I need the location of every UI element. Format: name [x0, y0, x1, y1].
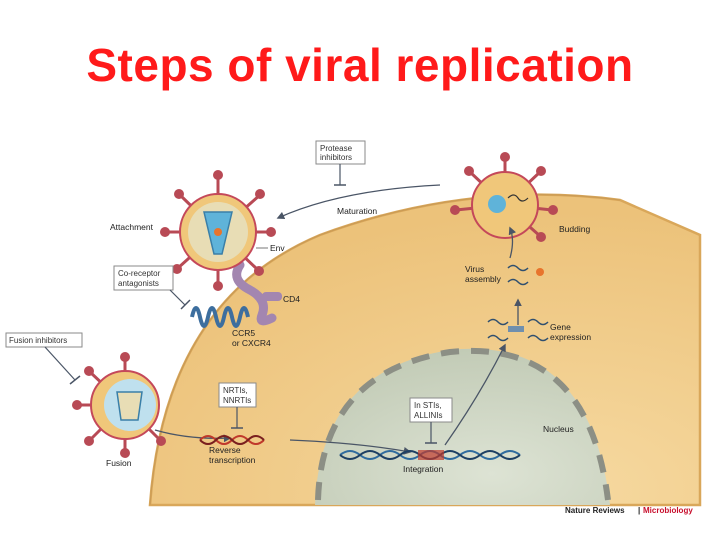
svg-text:Protease: Protease	[320, 144, 353, 153]
label-attachment: Attachment	[110, 222, 154, 232]
inhibitor-protease: Protease inhibitors	[315, 140, 366, 186]
fusion-virus	[72, 352, 166, 458]
svg-text:In STIs,: In STIs,	[414, 401, 442, 410]
label-expression: expression	[550, 332, 591, 342]
label-transcription: transcription	[209, 455, 256, 465]
nucleus	[315, 347, 611, 505]
label-reverse: Reverse	[209, 445, 241, 455]
svg-text:antagonists: antagonists	[118, 279, 159, 288]
label-nucleus: Nucleus	[543, 424, 574, 434]
process-arrows	[154, 184, 522, 455]
svg-text:Co-receptor: Co-receptor	[118, 269, 161, 278]
label-gene: Gene	[550, 322, 571, 332]
inhibitor-coreceptor: Co-receptor antagonists	[113, 265, 191, 310]
label-virus: Virus	[465, 264, 484, 274]
svg-text:ALLINIs: ALLINIs	[414, 411, 442, 420]
label-integration: Integration	[403, 464, 443, 474]
ccr5-receptor	[190, 306, 250, 328]
label-budding: Budding	[559, 224, 590, 234]
svg-text:NRTIs,: NRTIs,	[223, 386, 248, 395]
label-assembly: assembly	[465, 274, 502, 284]
label-maturation: Maturation	[337, 206, 377, 216]
budding-virus	[450, 152, 558, 242]
dna-integration	[339, 450, 521, 460]
cd4-receptor	[232, 260, 282, 326]
label-cd4: CD4	[283, 294, 300, 304]
credit-separator: |	[638, 506, 640, 515]
slide-title: Steps of viral replication	[86, 39, 634, 91]
inhibitor-instis: In STIs, ALLINIs	[409, 397, 453, 444]
credit-subject: Microbiology	[643, 506, 693, 515]
rna-transcripts	[487, 264, 549, 342]
credit-journal: Nature Reviews	[565, 506, 625, 515]
svg-text:inhibitors: inhibitors	[320, 153, 352, 162]
svg-text:NNRTIs: NNRTIs	[223, 396, 251, 405]
inhibitor-fusion: Fusion inhibitors	[5, 332, 83, 385]
inhibitor-nrti: NRTIs, NNRTIs	[218, 382, 257, 429]
label-fusion: Fusion	[106, 458, 132, 468]
dna-reverse-transcription	[199, 435, 265, 445]
label-env: Env	[270, 243, 285, 253]
label-cxcr4: or CXCR4	[232, 338, 271, 348]
svg-text:Fusion inhibitors: Fusion inhibitors	[9, 336, 67, 345]
attachment-virus	[160, 170, 276, 291]
label-ccr5: CCR5	[232, 328, 255, 338]
